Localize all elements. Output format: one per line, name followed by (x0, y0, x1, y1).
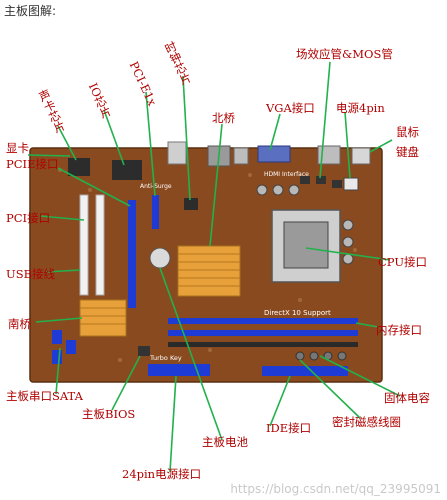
anti-surge-text: Anti-Surge (140, 183, 172, 190)
cmos-battery (149, 247, 171, 269)
heatsink-fins (178, 253, 240, 287)
pci-slot-2 (95, 194, 105, 296)
label-pcie: PCIE接口 (6, 157, 59, 171)
label-cpu: CPU接口 (378, 255, 428, 269)
power-4pin-connector (343, 177, 359, 191)
ps2-keyboard-port (351, 147, 371, 165)
pci-slot-1 (79, 194, 89, 296)
label-graphics-card: 显卡 (6, 141, 29, 155)
label-memory: 内存接口 (376, 323, 422, 337)
label-northbridge: 北桥 (212, 111, 235, 125)
label-power4pin: 电源4pin (336, 101, 385, 115)
label-mouse-keyboard: 鼠标 键盘 (396, 125, 419, 159)
label-solid-capacitor: 固体电容 (384, 391, 430, 405)
vrm-capacitors (256, 184, 354, 265)
page-title: 主板图解: (4, 4, 57, 18)
memory-slot-3 (168, 342, 358, 347)
label-battery: 主板电池 (202, 435, 248, 449)
sata-ports (52, 330, 76, 364)
rear-io-ps2 (167, 141, 187, 165)
sound-chip (68, 158, 90, 176)
power-24pin-connector (148, 364, 210, 376)
label-sata: 主板串口SATA (6, 389, 83, 403)
label-bios: 主板BIOS (82, 407, 136, 421)
directx-text: DirectX 10 Support (264, 309, 331, 317)
mosfets (300, 176, 342, 188)
hdmi-text: HDMI Interface (264, 171, 309, 178)
label-pci: PCI接口 (6, 211, 51, 225)
turbo-key-text: Turbo Key (149, 354, 182, 362)
cpu-socket-inner (283, 221, 329, 269)
label-ide: IDE接口 (266, 421, 312, 435)
label-power24pin: 24pin电源接口 (122, 467, 202, 481)
rear-io-usb (233, 147, 249, 165)
watermark: https://blog.csdn.net/qq_23995091 (230, 482, 441, 496)
pointer-lines (27, 61, 401, 473)
memory-slot-1 (168, 318, 358, 324)
label-vga: VGA接口 (266, 101, 315, 115)
ide-connector (262, 366, 348, 376)
vga-connector (257, 145, 291, 163)
pcie-x1-slot (152, 195, 159, 229)
label-sealed-coil: 密封磁感线圈 (332, 415, 401, 429)
io-chip (112, 160, 142, 180)
pcie-x16-slot (128, 200, 136, 308)
rear-io-lan (317, 145, 341, 165)
label-fet-mos: 场效应管&MOS管 (296, 47, 393, 61)
solid-capacitors (295, 351, 347, 361)
southbridge-heatsink (79, 299, 127, 337)
clock-chip (184, 198, 198, 210)
bios-chip (138, 346, 150, 356)
memory-slot-2 (168, 330, 358, 336)
label-southbridge: 南桥 (8, 317, 31, 331)
label-usb: USB接线 (6, 267, 56, 281)
